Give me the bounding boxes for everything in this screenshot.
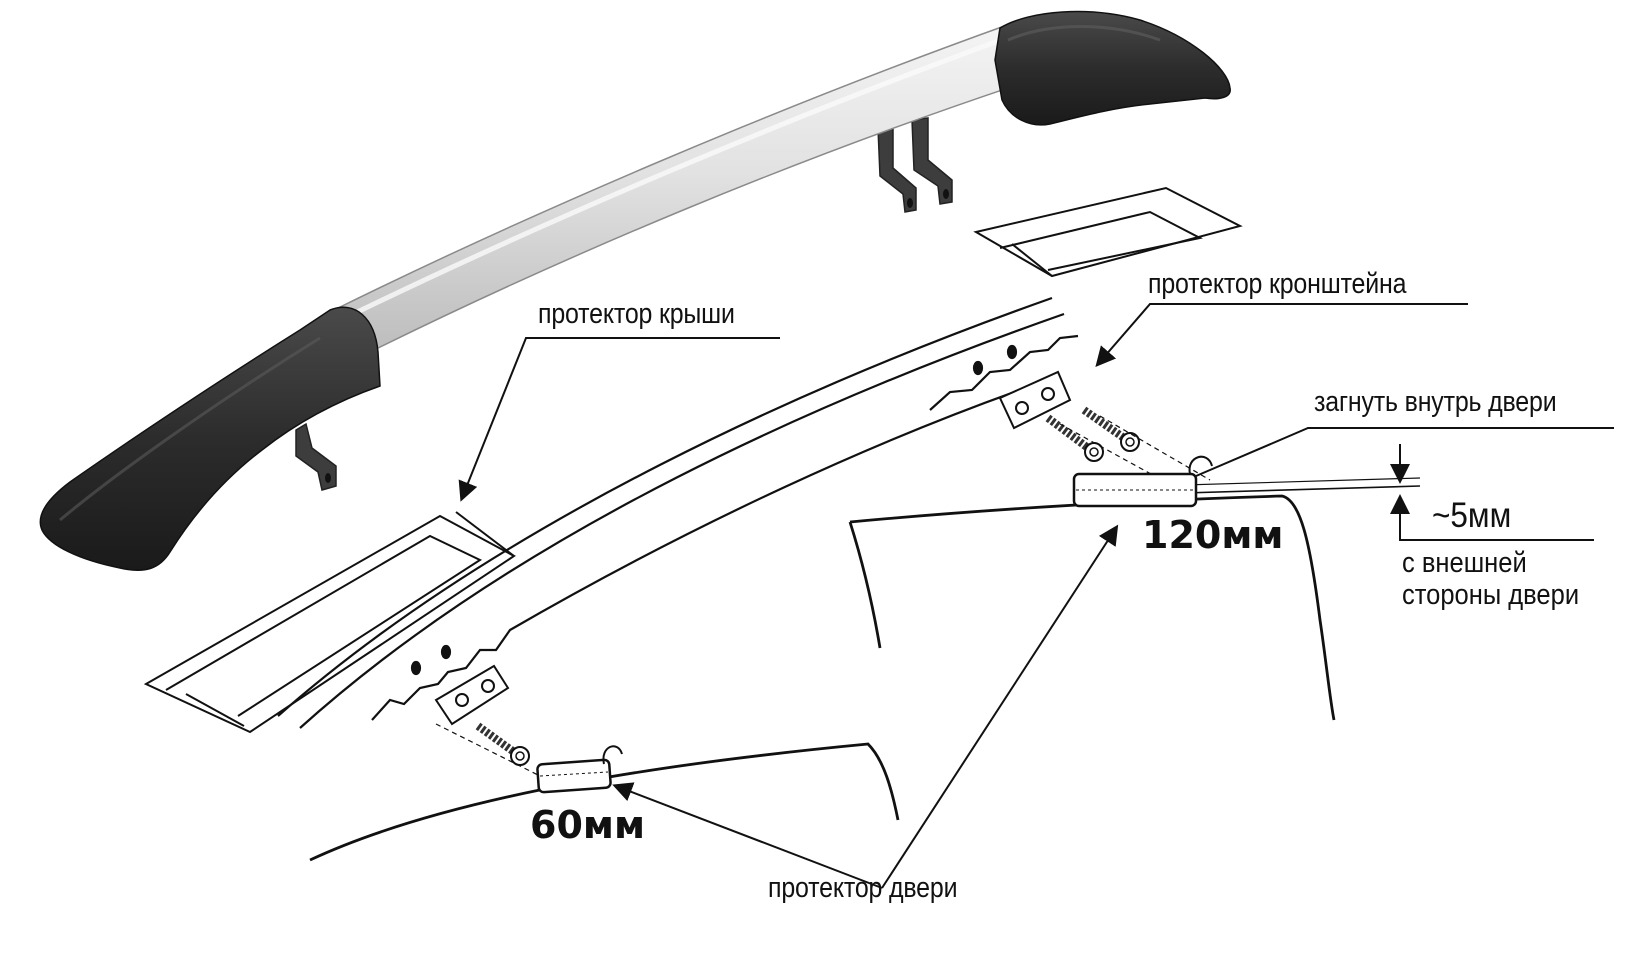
bracket-protector-pads — [434, 370, 1072, 726]
door-protector-label: протектор двери — [768, 872, 958, 904]
roof-rail-illustration — [39, 10, 1231, 572]
screw-icon — [475, 406, 1140, 766]
guide-lines — [435, 415, 1211, 777]
bend-inside-door-label: загнуть внутрь двери — [1314, 386, 1557, 418]
door-protector-pad-icon — [536, 472, 1198, 794]
roof-protector-strips — [143, 186, 1243, 734]
dimension-120-label: 120мм — [1142, 513, 1284, 557]
bracket-protector-label: протектор кронштейна — [1148, 268, 1407, 300]
leader-lines — [458, 303, 1614, 889]
mounting-bracket-icon — [877, 117, 953, 213]
roof-channel — [277, 296, 1079, 729]
dimension-60-label: 60мм — [530, 803, 646, 847]
mounting-bracket-icon — [295, 422, 337, 491]
roof-protector-label: протектор крыши — [538, 298, 735, 330]
outside-door-label-line2: стороны двери — [1402, 579, 1580, 611]
gap-value-label: ~5мм — [1432, 496, 1512, 535]
bend-arrow-icon — [602, 455, 1213, 765]
outside-door-label-line1: с внешней — [1402, 547, 1527, 579]
